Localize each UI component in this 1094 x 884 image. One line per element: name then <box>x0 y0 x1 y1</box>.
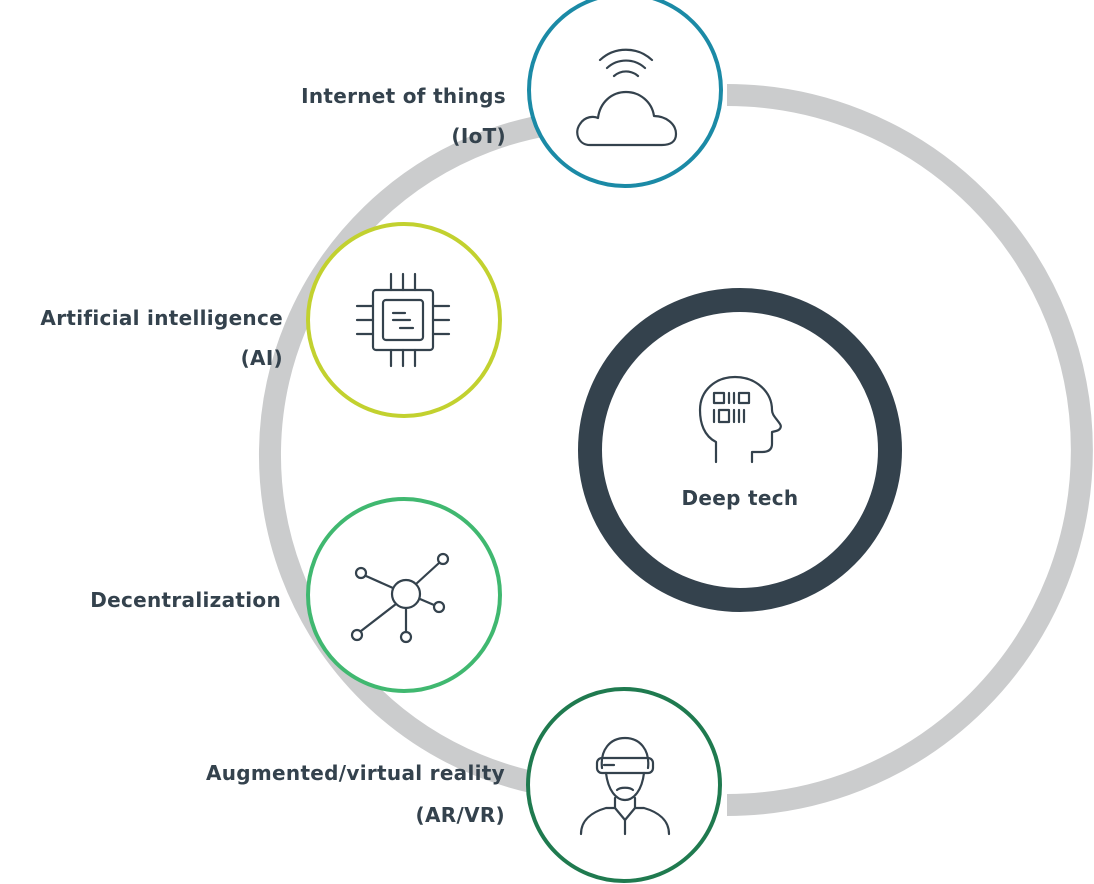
center-node: Deep tech <box>578 288 902 612</box>
node-iot: Internet of things (IoT) <box>301 0 723 188</box>
cloud-wifi-icon <box>576 48 678 147</box>
head-chip-icon <box>698 375 782 464</box>
node-ai-label-line-2: (AI) <box>241 346 283 370</box>
inner-track-arc <box>259 108 611 801</box>
microchip-icon <box>355 272 451 368</box>
center-ring <box>578 288 902 612</box>
vr-headset-person-icon <box>579 736 671 836</box>
node-iot-label-line-1: Internet of things <box>301 84 506 108</box>
node-decentralization-label-line-1: Decentralization <box>90 588 281 612</box>
node-ar-vr: Augmented/virtual reality (AR/VR) <box>206 687 722 883</box>
node-iot-label-line-2: (IoT) <box>451 124 506 148</box>
node-ar-vr-label-line-2: (AR/VR) <box>416 803 505 827</box>
node-ai-label-line-1: Artificial intelligence <box>40 306 283 330</box>
node-ar-vr-label-line-1: Augmented/virtual reality <box>206 761 505 785</box>
node-ai: Artificial intelligence (AI) <box>40 222 502 418</box>
node-decentralization-ring <box>306 497 502 693</box>
outer-track-ring <box>726 84 1093 816</box>
network-icon <box>350 552 450 644</box>
center-label: Deep tech <box>682 486 799 510</box>
node-decentralization: Decentralization <box>90 497 502 693</box>
node-ar-vr-ring <box>526 687 722 883</box>
